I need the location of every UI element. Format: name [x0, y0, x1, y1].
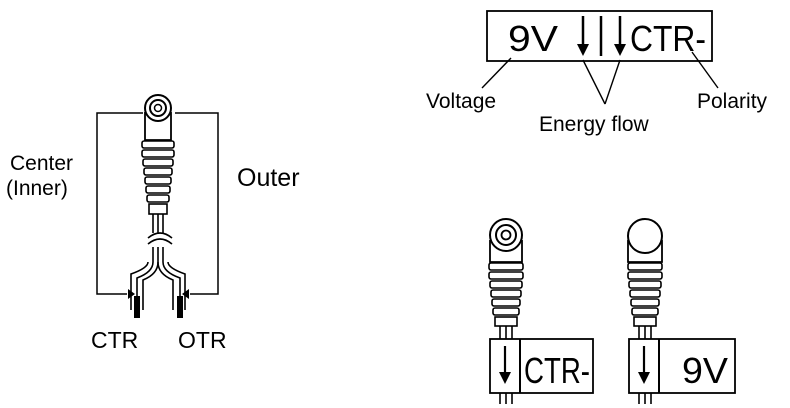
- strain-relief: [141, 140, 175, 215]
- center-wire: [96, 112, 143, 295]
- flow-arrow-1: [577, 44, 589, 56]
- inner-label: (Inner): [6, 177, 68, 200]
- voltage-flow-arrow: [638, 372, 650, 384]
- otr-label: OTR: [178, 327, 227, 353]
- flow-arrow-2: [614, 44, 626, 56]
- plug-ctr-negative: CTR-: [488, 218, 594, 404]
- polarity-caption: Polarity: [697, 90, 768, 113]
- ctr-tag-box: [489, 338, 594, 394]
- plug-9v: 9V: [627, 218, 736, 404]
- ctr-label: CTR: [91, 327, 138, 353]
- voltage-tag-box: [628, 338, 736, 394]
- label-box: [486, 10, 713, 62]
- ctr-tag: CTR-: [524, 350, 590, 391]
- outer-label: Outer: [237, 164, 300, 192]
- plug-head: [144, 94, 172, 141]
- polarity-value: CTR-: [630, 18, 706, 59]
- voltage-tag: 9V: [682, 350, 728, 391]
- otr-conductor: [177, 296, 183, 318]
- twin-cable: [130, 214, 186, 310]
- voltage-caption: Voltage: [426, 90, 496, 113]
- label-legend: 9V CTR- Voltage Energy flow Polarity: [426, 10, 768, 136]
- ctr-conductor: [134, 296, 140, 318]
- energy-flow-caption: Energy flow: [539, 113, 650, 136]
- center-label: Center: [10, 152, 73, 175]
- voltage-value: 9V: [508, 18, 558, 59]
- connector-diagram: Center (Inner) Outer CTR OTR: [6, 94, 300, 353]
- ctr-flow-arrow: [499, 372, 511, 384]
- outer-wire: [175, 112, 219, 295]
